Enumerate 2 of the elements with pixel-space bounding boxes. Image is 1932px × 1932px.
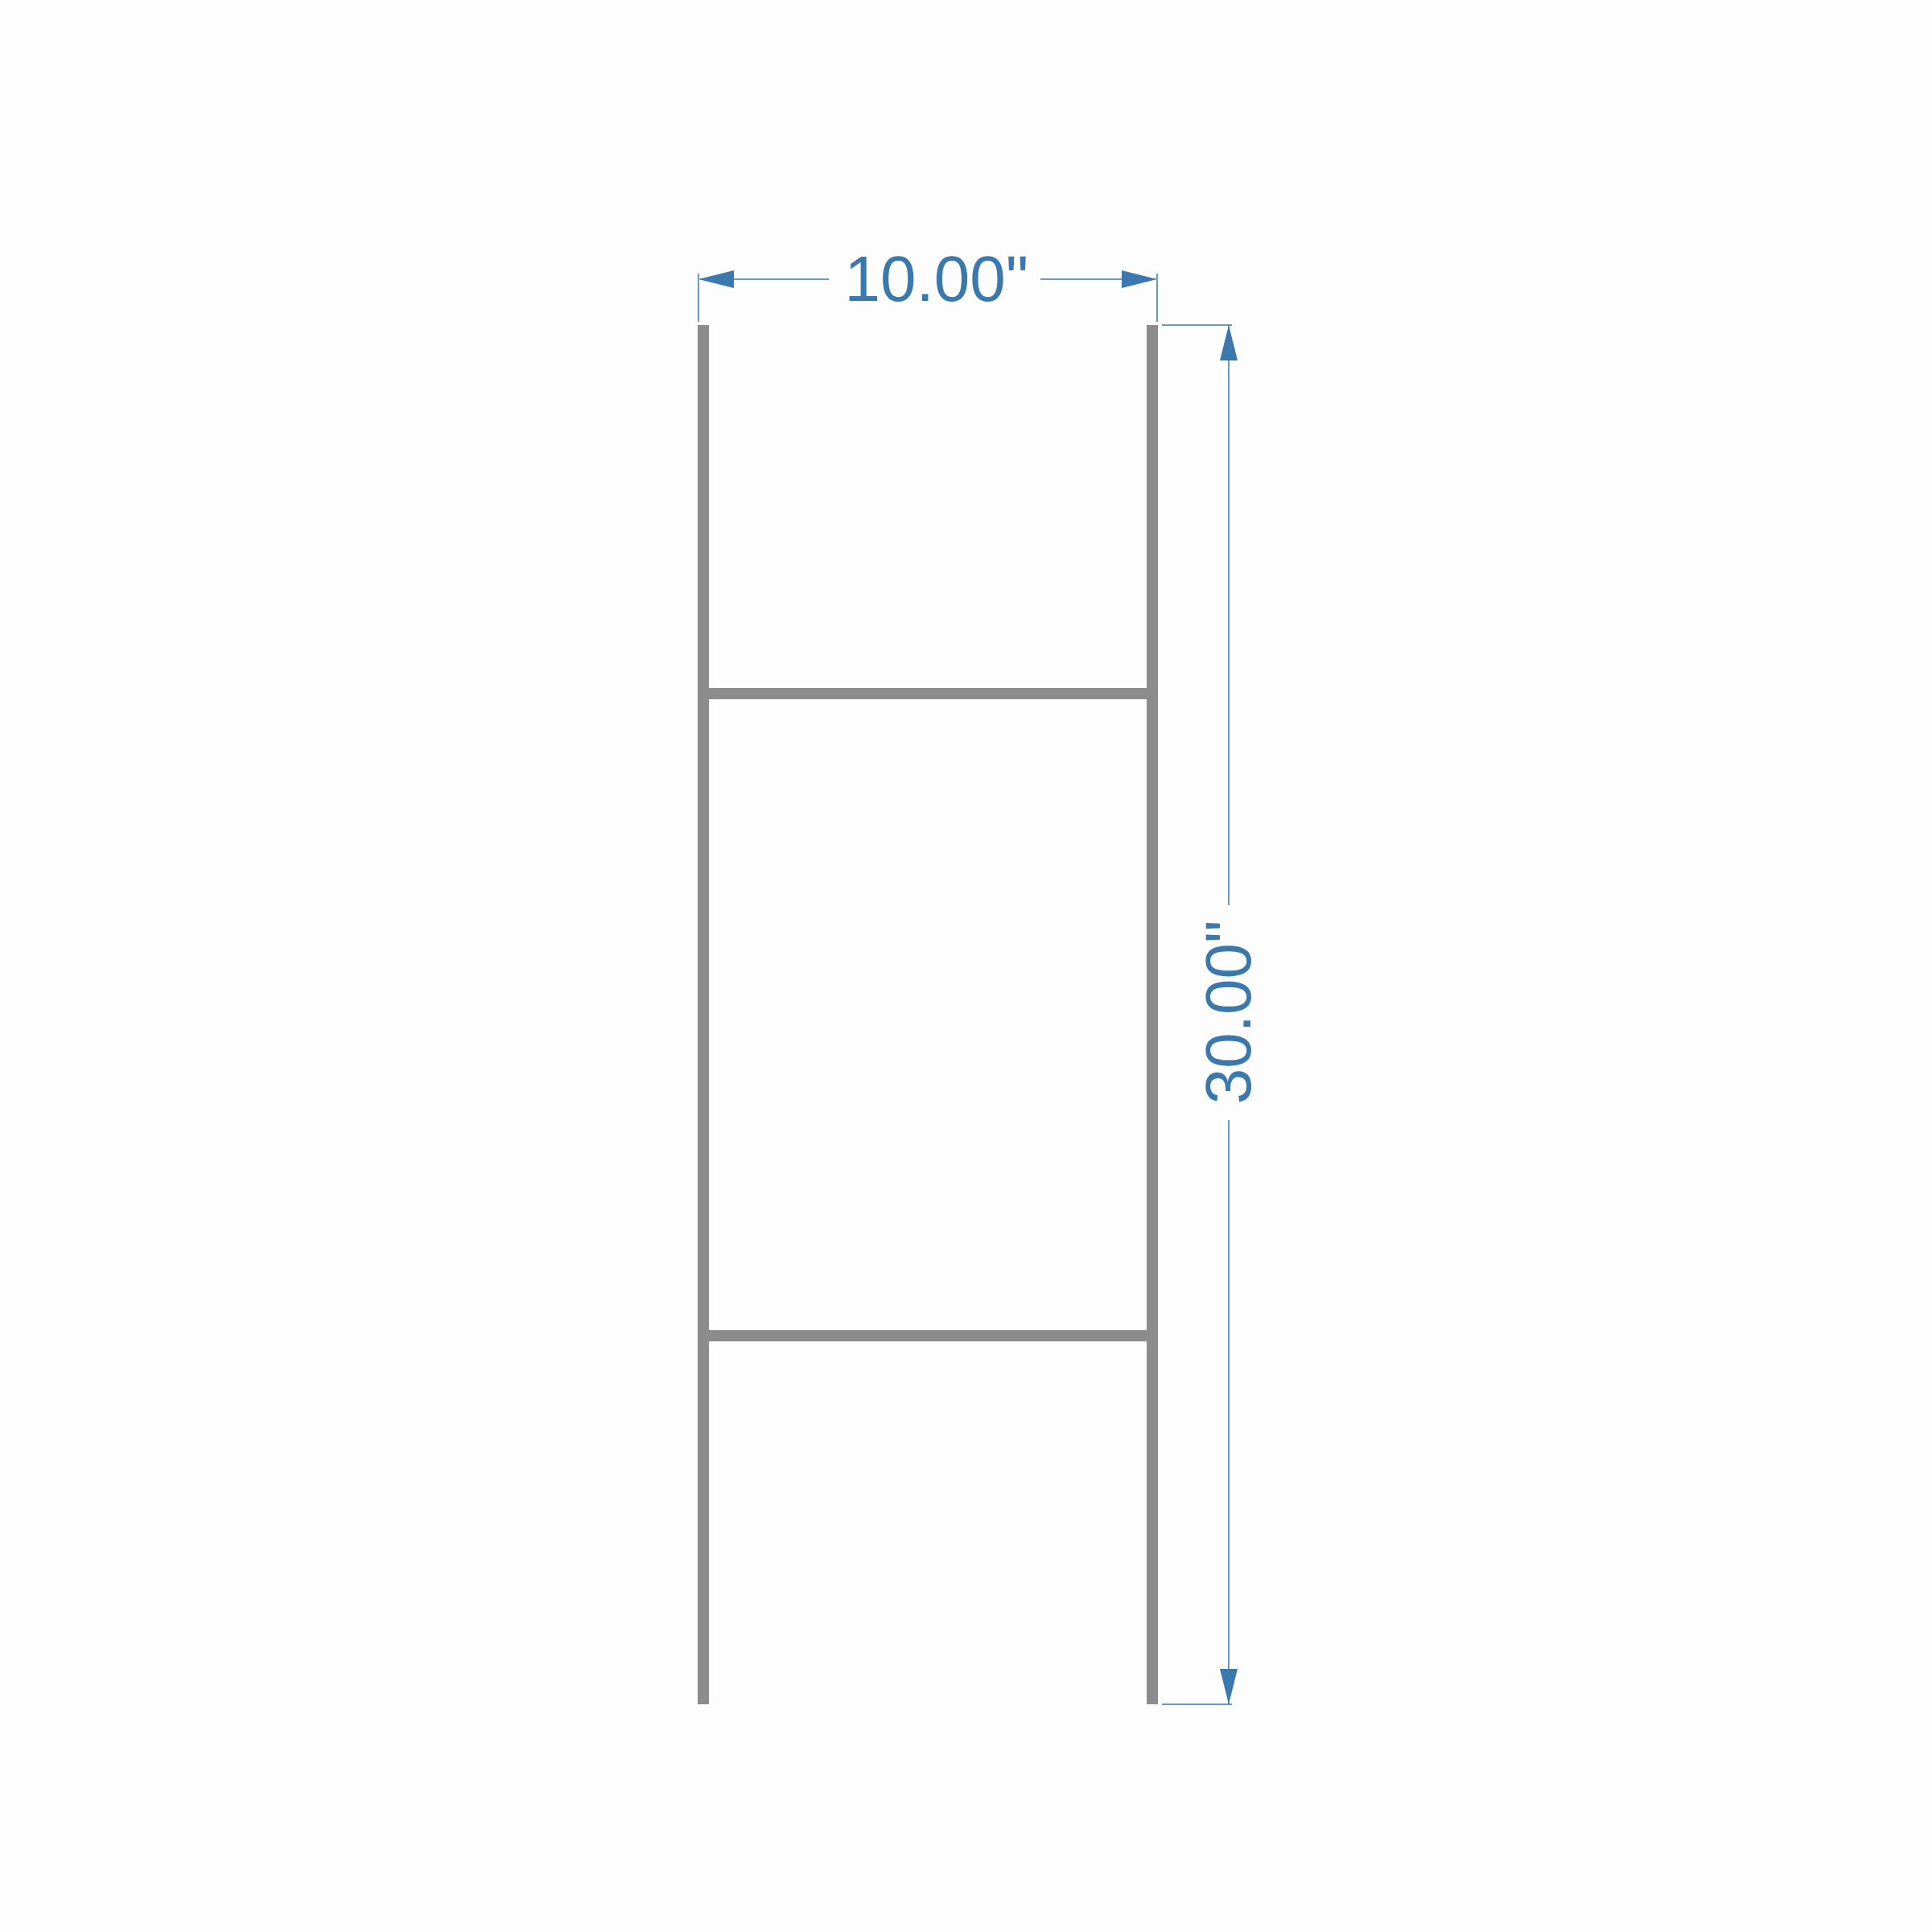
dimension-label: 10.00" bbox=[844, 247, 1029, 311]
dimension-label: 30.00" bbox=[1196, 920, 1261, 1105]
